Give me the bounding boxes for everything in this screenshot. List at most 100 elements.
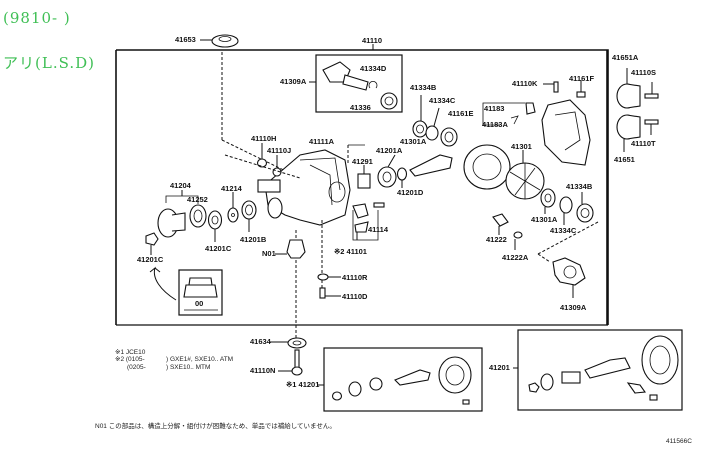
plug-41161F-icon: [576, 80, 586, 98]
pinion-shaft-icon: [409, 154, 453, 177]
label-41651A[interactable]: 41651A: [612, 53, 639, 62]
kit-box-right: [517, 329, 683, 411]
ring-gear-41301-icon: [463, 144, 511, 190]
washer-41222A-icon: [513, 231, 523, 239]
label-41214[interactable]: 41214: [221, 184, 242, 193]
label-41634[interactable]: 41634: [250, 337, 271, 346]
bearing-41201B-icon: [241, 200, 257, 220]
bearing-41301A-low-icon: [540, 188, 556, 208]
flange-41309A-low-icon: [552, 257, 586, 286]
label-41201-kit-right[interactable]: 41201: [489, 363, 510, 372]
label-41252[interactable]: 41252: [187, 195, 208, 204]
nut-41201D-icon: [396, 167, 408, 181]
kit-left-parts-icon: [331, 356, 472, 405]
cap-41101-icon: [352, 203, 369, 233]
figure-code: 411566C: [666, 438, 692, 445]
label-41110H[interactable]: 41110H: [251, 134, 277, 143]
label-41183A[interactable]: 41183A: [482, 120, 508, 129]
label-41201B[interactable]: 41201B: [240, 235, 267, 244]
label-41161F[interactable]: 41161F: [569, 74, 595, 83]
label-41291[interactable]: 41291: [352, 157, 373, 166]
footnote: N01 この部品は、構造上分解・組付けが困難なため、単品では補給していません。: [95, 423, 336, 430]
label-41161E[interactable]: 41161E: [448, 109, 474, 118]
washer-41214-icon: [227, 207, 239, 223]
main-frame: [116, 49, 609, 325]
label-41101[interactable]: ※2 41101: [334, 247, 367, 256]
label-41110D[interactable]: 41110D: [342, 292, 368, 301]
bearing-41301A-top-icon: [440, 127, 458, 147]
gear-41222-icon: [492, 213, 509, 227]
label-41301A-low[interactable]: 41301A: [531, 215, 558, 224]
label-41336[interactable]: 41336: [350, 103, 371, 112]
note-3-models: ) SXE10.. MTM: [166, 364, 211, 371]
race-41334C-top-icon: [425, 125, 439, 141]
label-41309A-low[interactable]: 41309A: [560, 303, 587, 312]
race-41334C-low-icon: [559, 196, 573, 214]
label-41334B-top[interactable]: 41334B: [410, 83, 437, 92]
bearing-41334B-top-icon: [412, 120, 428, 138]
flange-41204-icon: [157, 208, 186, 238]
note-2-start: ※2 (0105-: [115, 356, 145, 363]
clip-41183A-icon: [510, 115, 519, 125]
label-41222A[interactable]: 41222A: [502, 253, 529, 262]
label-41110K[interactable]: 41110K: [512, 79, 538, 88]
label-41309A-top[interactable]: 41309A: [280, 77, 307, 86]
bearing-41201A-icon: [377, 166, 397, 188]
model-range: (9810- ): [3, 9, 71, 27]
companion-flange-icon: [322, 61, 369, 91]
seal-41252-icon: [189, 204, 207, 228]
plug-N01-icon: [286, 239, 306, 259]
kit-right-parts-icon: [528, 335, 679, 401]
bolt-41110R-icon: [317, 273, 341, 281]
label-41110J[interactable]: 41110J: [267, 146, 292, 155]
label-41183[interactable]: 41183: [484, 104, 505, 113]
variant-title: アリ(L.S.D): [3, 54, 95, 72]
cap-41651A-icon: [616, 83, 641, 109]
label-41334C-top[interactable]: 41334C: [429, 96, 456, 105]
diff-case-icon: [505, 162, 545, 200]
label-41110T[interactable]: 41110T: [631, 139, 656, 148]
nut-41110H-icon: [256, 143, 268, 168]
note-3-start: (0205-: [127, 364, 146, 371]
label-41334D[interactable]: 41334D: [360, 64, 387, 73]
nut-41201C-left-icon: [145, 232, 159, 246]
label-41110S[interactable]: 41110S: [631, 68, 657, 77]
label-41201-kit-left[interactable]: ※1 41201: [286, 380, 320, 389]
label-41201A[interactable]: 41201A: [376, 146, 403, 155]
bolt-41110K-icon: [543, 81, 559, 93]
label-41111A[interactable]: 41111A: [309, 137, 335, 146]
gasket-41634-icon: [287, 337, 307, 349]
note-jce10: ※1 JCE10: [115, 349, 146, 356]
label-41334C-low[interactable]: 41334C: [550, 226, 577, 235]
label-41222[interactable]: 41222: [486, 235, 507, 244]
label-41204[interactable]: 41204: [170, 181, 191, 190]
bolt-41110S-icon: [644, 82, 659, 99]
label-41114[interactable]: 41114: [368, 225, 389, 234]
label-41653[interactable]: 41653: [175, 35, 196, 44]
label-41110R[interactable]: 41110R: [342, 273, 368, 282]
seal-41336-icon: [380, 92, 398, 110]
label-41201C-left[interactable]: 41201C: [137, 255, 164, 264]
bolt-41110T-icon: [644, 119, 659, 135]
label-41201C-mid[interactable]: 41201C: [205, 244, 232, 253]
note-2-models: ) GXE1#, SXE10.. ATM: [166, 356, 234, 363]
label-N01[interactable]: N01: [262, 249, 276, 258]
nut-41110J-icon: [272, 155, 282, 177]
label-41110N[interactable]: 41110N: [250, 366, 276, 375]
bearing-41201C-icon: [207, 210, 223, 230]
label-41651[interactable]: 41651: [614, 155, 635, 164]
label-41110[interactable]: 41110: [362, 36, 383, 45]
label-41201D[interactable]: 41201D: [397, 188, 424, 197]
ring-41334D-icon: [368, 80, 378, 89]
carrier-housing-icon: [257, 149, 351, 226]
label-41301[interactable]: 41301: [511, 142, 532, 151]
arrow-icon: [149, 266, 177, 301]
spacer-41291-icon: [357, 173, 371, 189]
bracket-41183-icon: [525, 102, 536, 115]
label-41334B-low[interactable]: 41334B: [566, 182, 593, 191]
bearing-41334B-low-icon: [576, 203, 594, 223]
bolt-41114-icon: [373, 202, 385, 208]
diff-cover-41110K-icon: [541, 99, 591, 166]
label-41301A-top[interactable]: 41301A: [400, 137, 427, 146]
